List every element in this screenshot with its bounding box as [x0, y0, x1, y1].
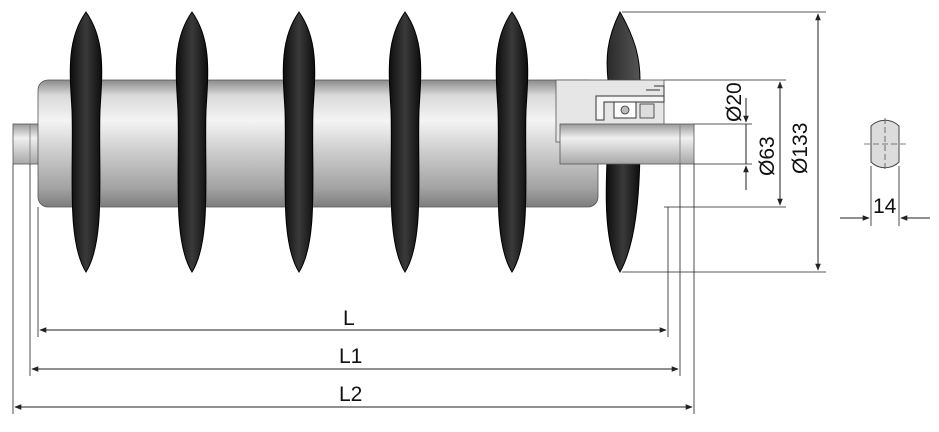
- labyrinth-seal: [646, 85, 665, 96]
- impact-ring: [282, 11, 316, 273]
- shaft-end-view: 14: [840, 118, 930, 226]
- seal: [639, 103, 655, 119]
- length-dimensions: L L1 L2: [12, 164, 695, 414]
- impact-ring-section-bottom: [605, 139, 641, 274]
- impact-rings: [69, 11, 529, 273]
- tube-diameter-label: Ø63: [756, 136, 779, 176]
- bearing-ball: [620, 105, 630, 115]
- diameter-dimensions: Ø133 Ø63 Ø20: [622, 11, 826, 273]
- right-shaft: [559, 123, 695, 165]
- impact-ring: [495, 11, 529, 273]
- flat-width-label: 14: [873, 195, 897, 218]
- impact-ring: [69, 11, 103, 273]
- length-L1-label: L1: [339, 345, 362, 368]
- length-L-label: L: [343, 307, 355, 330]
- impact-ring: [388, 11, 422, 273]
- length-L2-label: L2: [339, 383, 362, 406]
- cutaway-end: [555, 10, 695, 274]
- impact-ring-section-top: [606, 10, 641, 81]
- shaft-diameter-label: Ø20: [723, 82, 746, 122]
- ring-diameter-label: Ø133: [789, 123, 812, 174]
- impact-ring: [175, 11, 209, 273]
